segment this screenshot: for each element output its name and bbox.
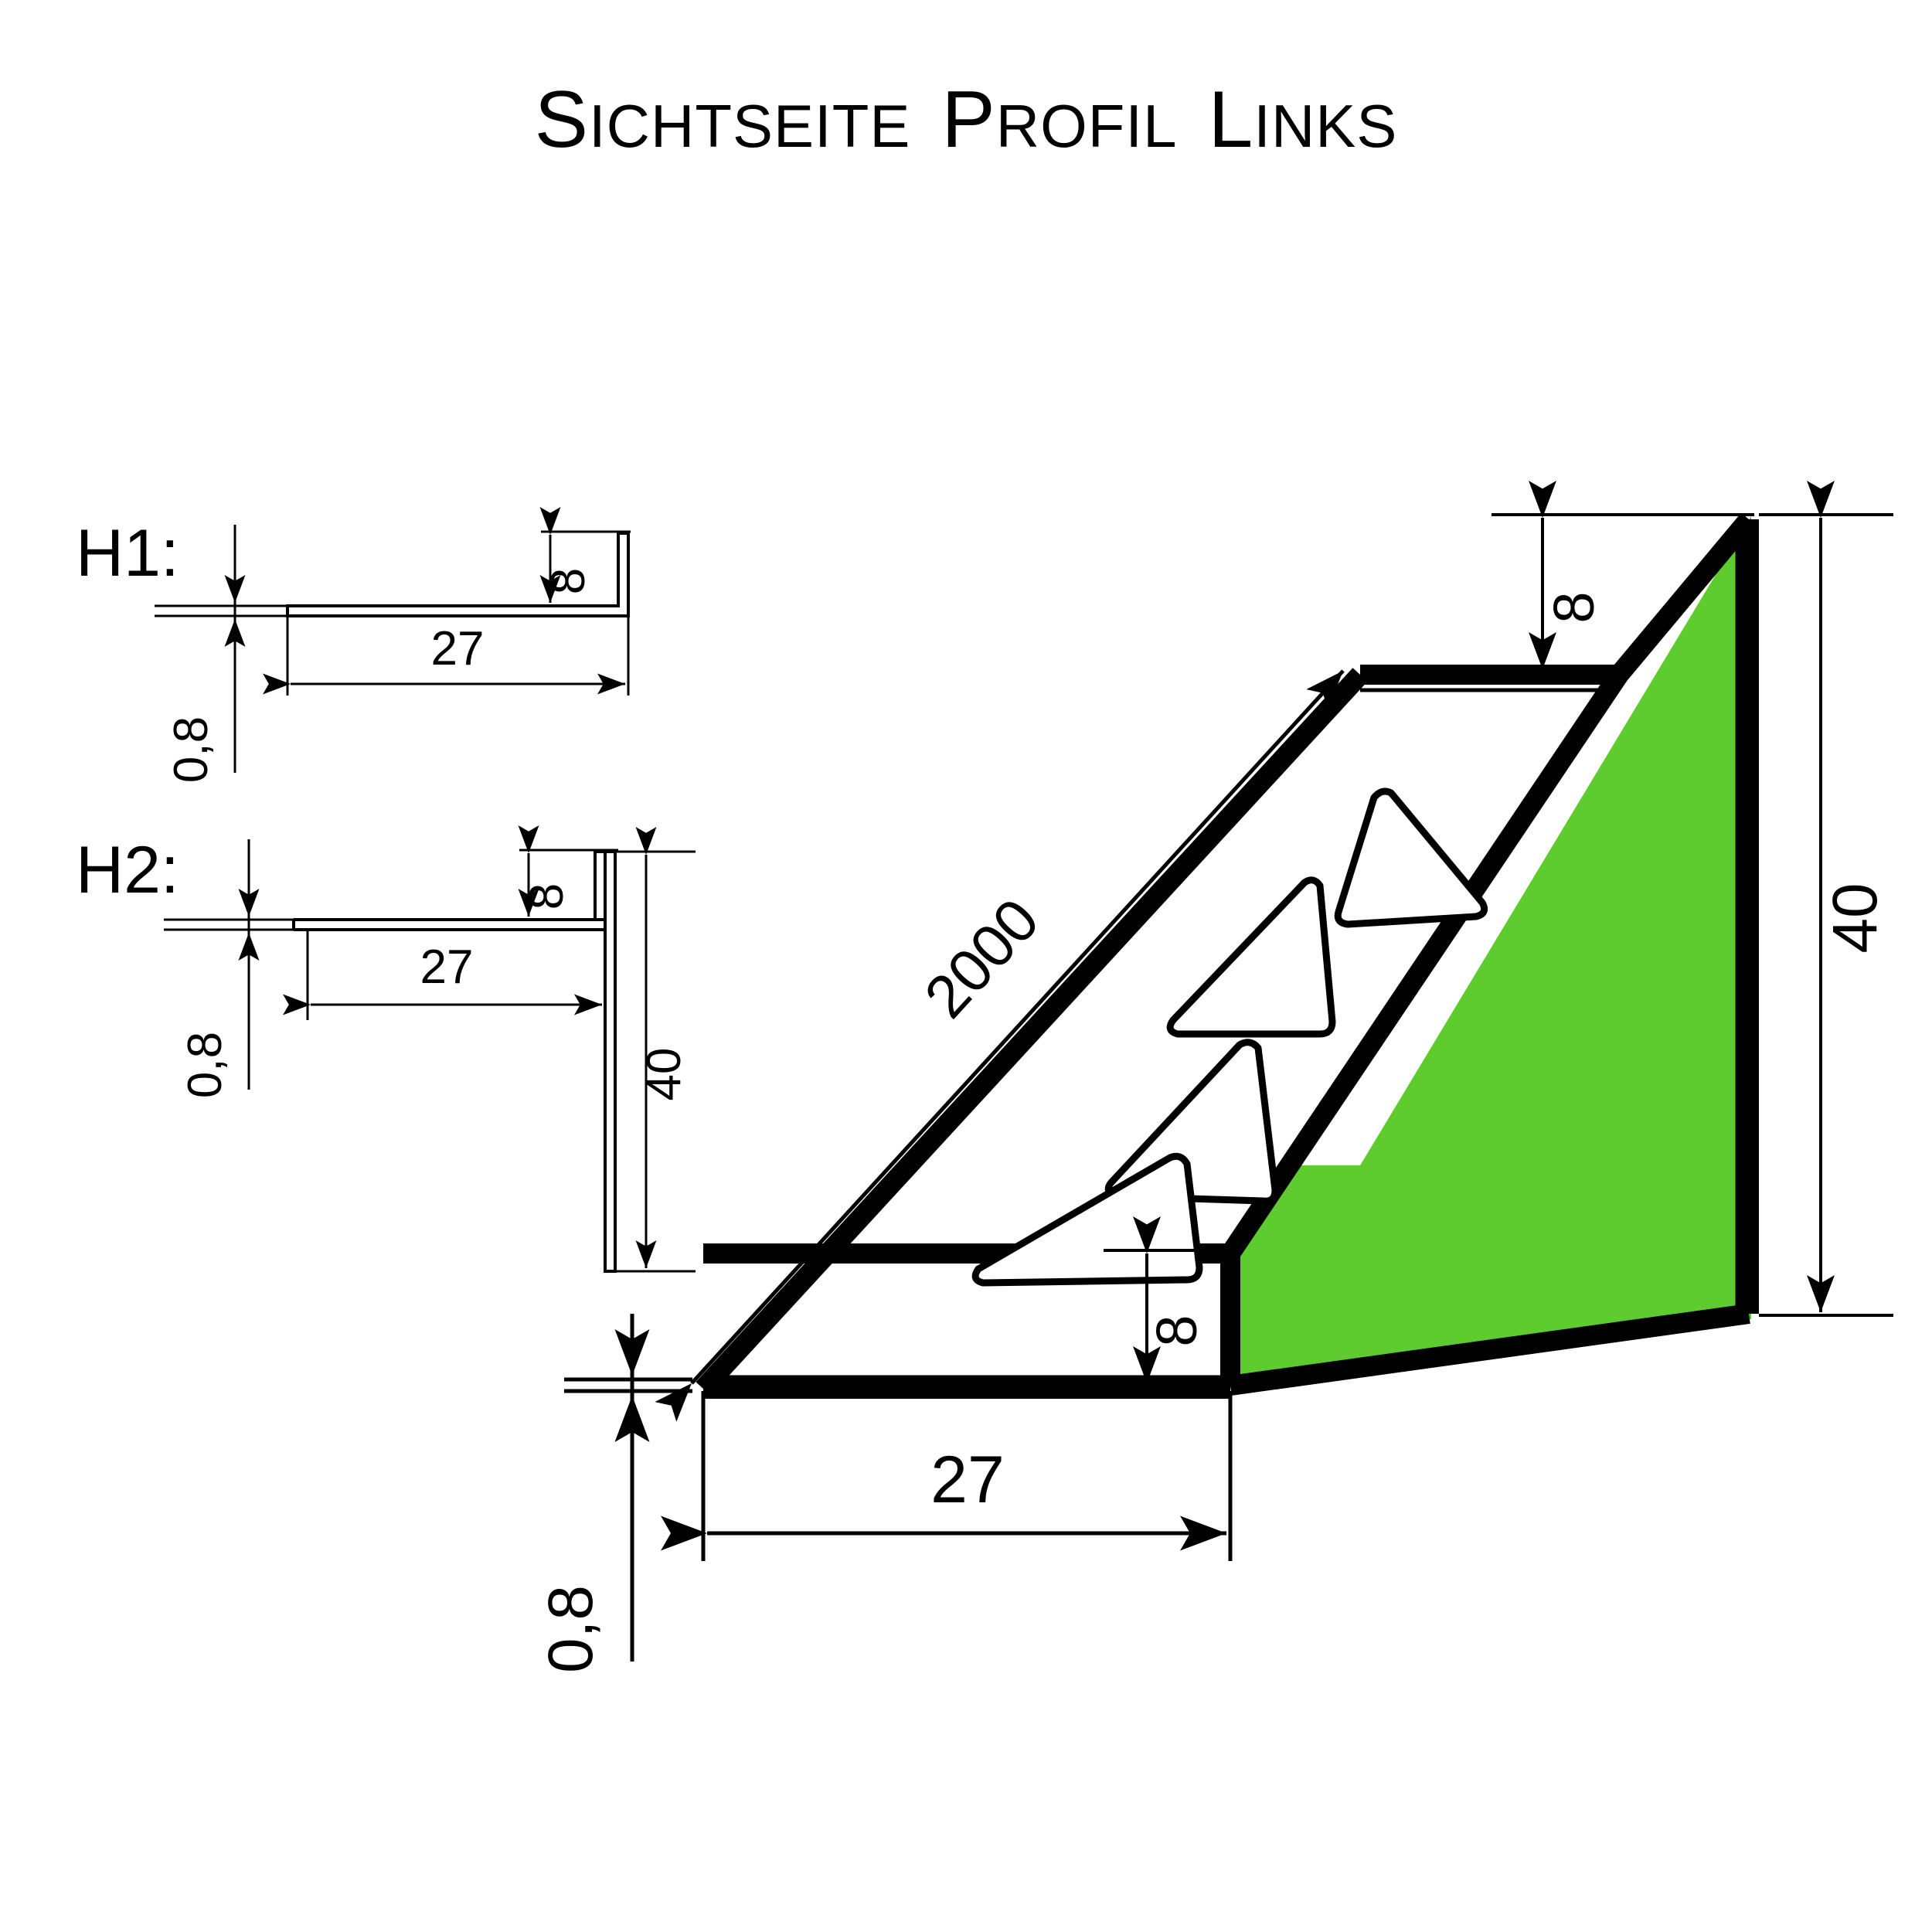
h2-dim-width-27 (283, 930, 607, 1020)
dim-length-2000-text: 2000 (911, 886, 1052, 1030)
page-title: SICHTSEITE PROFIL LINKS (0, 74, 1932, 166)
title-word-2-rest: ROFIL (995, 92, 1178, 160)
title-word-1-lead: S (534, 75, 589, 165)
dim-flange-bottom-8-text: 8 (1145, 1315, 1209, 1346)
h1-detail-group: H1: 8 27 (76, 507, 631, 783)
title-word-1-rest: ICHTSEITE (589, 92, 911, 160)
h2-dim-thickness-text: 0,8 (179, 1032, 232, 1098)
dim-height-40 (1759, 481, 1893, 1317)
dim-flange-top-8-text: 8 (1542, 591, 1606, 623)
dim-length-2000 (655, 669, 1345, 1422)
h2-profile-outline (292, 850, 617, 1273)
h1-dim-thickness-text: 0,8 (165, 716, 218, 783)
title-word-2-lead: P (941, 75, 996, 165)
dim-height-40-text: 40 (1820, 883, 1890, 953)
dim-flange-bottom-8 (1104, 1216, 1223, 1383)
visible-face-green-fill (1232, 521, 1748, 1385)
perforation-4 (971, 1152, 1203, 1287)
title-word-1: SICHTSEITE (535, 75, 911, 165)
title-word-3-lead: L (1208, 75, 1254, 165)
title-word-3: LINKS (1208, 75, 1397, 165)
h2-dim-leg-40-text: 40 (638, 1048, 691, 1101)
dim-thickness-main-text: 0,8 (536, 1585, 606, 1673)
h2-detail-group: H2: 8 27 (76, 825, 696, 1273)
h2-dim-thickness (164, 839, 303, 1090)
h2-dim-flange-8-text: 8 (520, 883, 573, 910)
perforation-2 (1166, 876, 1336, 1038)
dim-flange-top-8 (1492, 481, 1754, 669)
h2-dim-width-27-text: 27 (420, 940, 474, 994)
h2-label: H2: (76, 833, 179, 907)
dim-base-27 (661, 1391, 1233, 1561)
h1-label: H1: (76, 516, 179, 590)
main-isometric-view: 2000 8 40 8 (536, 481, 1893, 1673)
h1-dim-width-27-text: 27 (431, 622, 485, 675)
h1-dim-flange-8-text: 8 (542, 568, 595, 594)
title-word-3-rest: INKS (1253, 92, 1398, 160)
dim-base-27-text: 27 (930, 1443, 1005, 1517)
h1-dim-flange-8 (539, 507, 631, 607)
dim-thickness-main (564, 1314, 692, 1662)
h1-dim-width-27 (263, 616, 630, 696)
title-word-2: PROFIL (941, 75, 1177, 165)
h2-dim-flange-8 (518, 825, 618, 921)
h1-dim-thickness (155, 525, 294, 773)
